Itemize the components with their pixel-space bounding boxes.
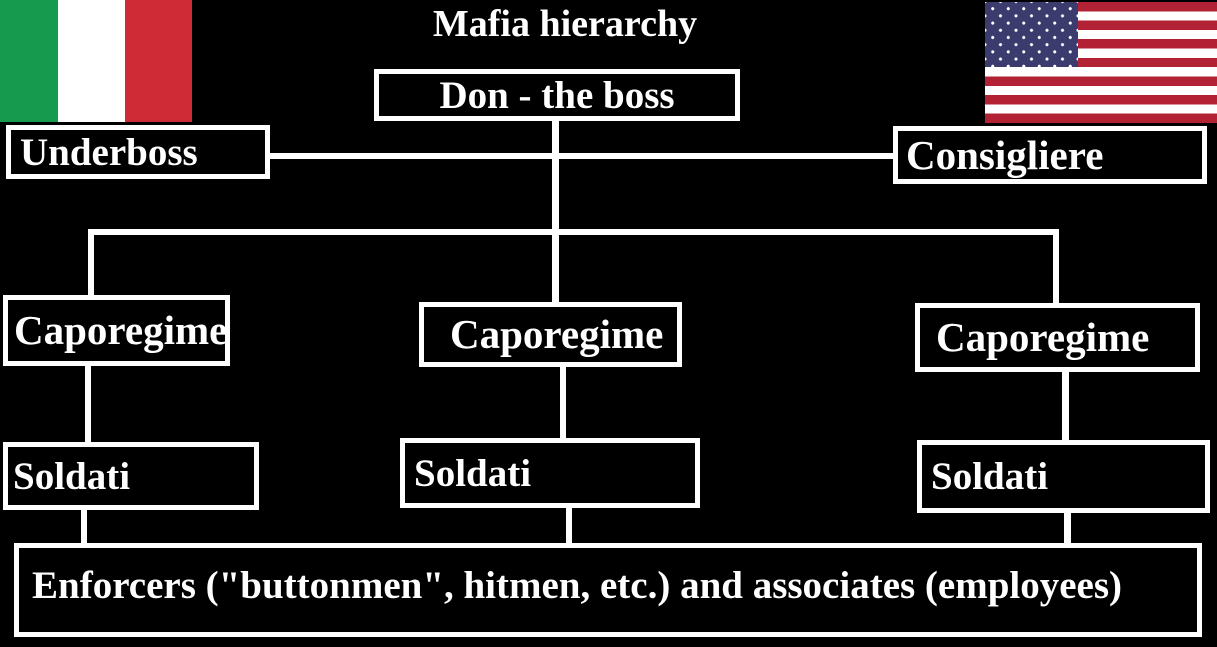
diagram-title: Mafia hierarchy <box>432 3 698 45</box>
connector-soldati-right-to-enforcers <box>1064 509 1071 547</box>
node-caporegime-right: Caporegime <box>915 303 1200 372</box>
usa-flag <box>985 2 1217 123</box>
node-underboss: Underboss <box>6 125 270 179</box>
node-consigliere: Consigliere <box>893 126 1207 184</box>
node-caporegime-middle: Caporegime <box>419 302 682 367</box>
italy-flag <box>0 0 192 122</box>
connector-soldati-left-to-enforcers <box>81 506 87 547</box>
connector-don-vertical <box>552 118 559 306</box>
connector-caporegime-right-to-soldati <box>1062 368 1069 444</box>
connector-underboss-consigliere <box>268 153 895 159</box>
usa-flag-stars-canton <box>985 2 1078 67</box>
connector-caporegime-row <box>88 229 1059 235</box>
node-soldati-middle: Soldati <box>400 438 700 508</box>
node-caporegime-left: Caporegime <box>3 295 230 366</box>
connector-row-to-caporegime-left <box>88 229 94 300</box>
italy-flag-red-stripe <box>125 0 192 122</box>
italy-flag-white-stripe <box>58 0 125 122</box>
connector-caporegime-left-to-soldati <box>85 363 91 445</box>
node-soldati-right: Soldati <box>917 440 1210 513</box>
connector-caporegime-mid-to-soldati <box>560 364 566 442</box>
connector-soldati-mid-to-enforcers <box>566 504 572 547</box>
node-don: Don - the boss <box>374 69 740 121</box>
node-soldati-left: Soldati <box>3 442 259 510</box>
italy-flag-green-stripe <box>0 0 58 122</box>
node-enforcers: Enforcers ("buttonmen", hitmen, etc.) an… <box>14 543 1202 637</box>
connector-row-to-caporegime-right <box>1053 229 1059 307</box>
